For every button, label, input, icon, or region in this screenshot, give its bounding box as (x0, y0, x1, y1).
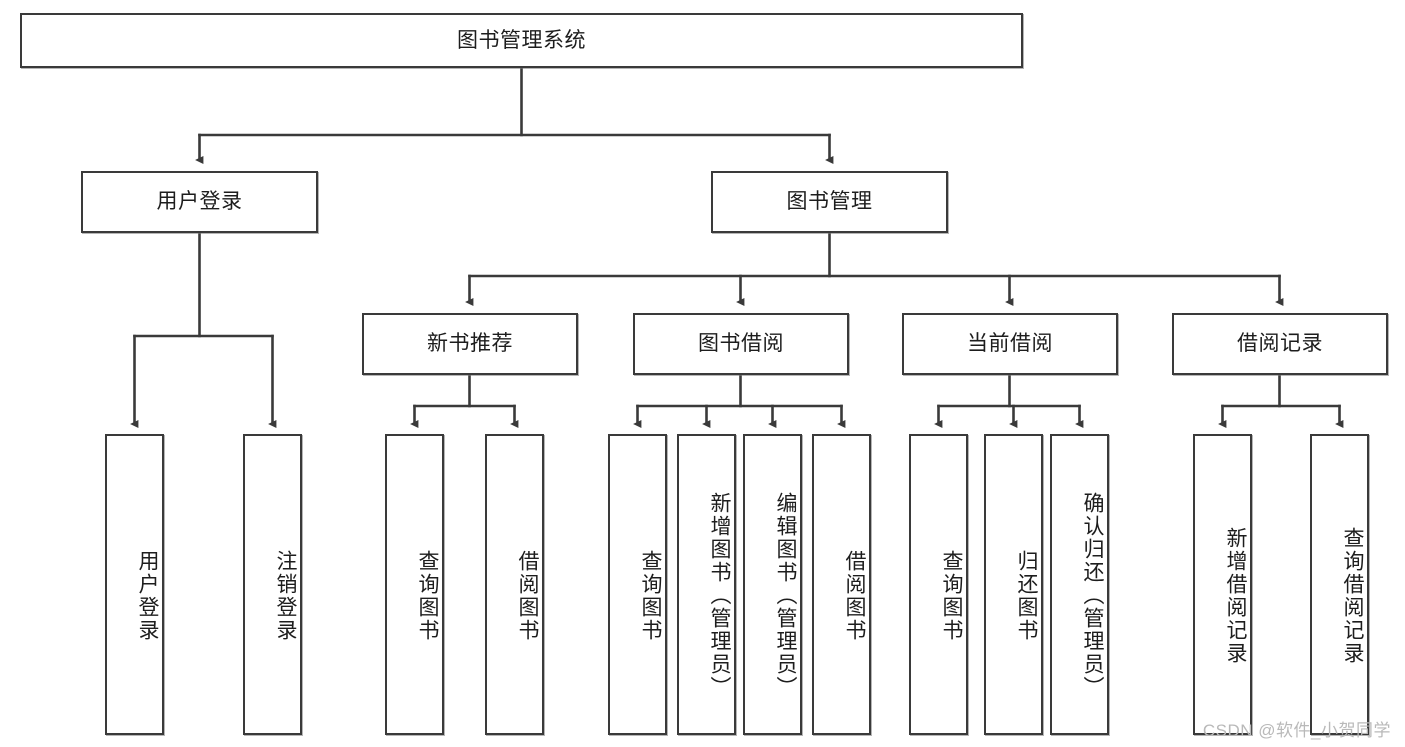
node-current-borrow-label: 当前借阅 (967, 332, 1053, 356)
node-borrow-record[interactable]: 借阅记录 (1172, 313, 1388, 375)
leaf-confirm-return-admin-label: 确认归还（管理员） (1081, 492, 1104, 699)
leaf-logout[interactable]: 注销登录 (243, 434, 302, 735)
leaf-add-borrow-record-label: 新增借阅记录 (1224, 526, 1247, 665)
leaf-borrow-book-label: 借阅图书 (843, 549, 866, 642)
node-book-borrow[interactable]: 图书借阅 (633, 313, 849, 375)
leaf-add-borrow-record[interactable]: 新增借阅记录 (1193, 434, 1252, 735)
node-current-borrow[interactable]: 当前借阅 (902, 313, 1118, 375)
node-new-book-recommend-label: 新书推荐 (427, 332, 513, 356)
node-user-login[interactable]: 用户登录 (81, 171, 318, 233)
leaf-borrow-book-recommend[interactable]: 借阅图书 (485, 434, 544, 735)
leaf-query-book-borrow-label: 查询图书 (639, 549, 662, 642)
leaf-user-login-label: 用户登录 (136, 549, 159, 642)
node-book-borrow-label: 图书借阅 (698, 332, 784, 356)
leaf-borrow-book-recommend-label: 借阅图书 (516, 549, 539, 642)
node-user-login-label: 用户登录 (156, 190, 243, 214)
leaf-borrow-book[interactable]: 借阅图书 (812, 434, 871, 735)
node-root[interactable]: 图书管理系统 (20, 13, 1023, 68)
leaf-edit-book-admin-label: 编辑图书（管理员） (774, 492, 797, 699)
node-borrow-record-label: 借阅记录 (1237, 332, 1323, 356)
leaf-query-borrow-record[interactable]: 查询借阅记录 (1310, 434, 1369, 735)
leaf-query-book-recommend[interactable]: 查询图书 (385, 434, 444, 735)
node-root-label: 图书管理系统 (457, 28, 586, 52)
leaf-add-book-admin[interactable]: 新增图书（管理员） (677, 434, 736, 735)
leaf-edit-book-admin[interactable]: 编辑图书（管理员） (743, 434, 802, 735)
node-book-management[interactable]: 图书管理 (711, 171, 948, 233)
node-new-book-recommend[interactable]: 新书推荐 (362, 313, 578, 375)
leaf-query-book-recommend-label: 查询图书 (416, 549, 439, 642)
leaf-user-login[interactable]: 用户登录 (105, 434, 164, 735)
leaf-return-book[interactable]: 归还图书 (984, 434, 1043, 735)
leaf-confirm-return-admin[interactable]: 确认归还（管理员） (1050, 434, 1109, 735)
leaf-query-book-current-label: 查询图书 (940, 549, 963, 642)
node-book-management-label: 图书管理 (786, 190, 873, 214)
leaf-query-book-borrow[interactable]: 查询图书 (608, 434, 667, 735)
leaf-logout-label: 注销登录 (274, 549, 297, 642)
leaf-add-book-admin-label: 新增图书（管理员） (708, 492, 731, 699)
leaf-query-book-current[interactable]: 查询图书 (909, 434, 968, 735)
watermark: CSDN @软件_小贺同学 (1202, 721, 1391, 740)
leaf-query-borrow-record-label: 查询借阅记录 (1341, 526, 1364, 665)
leaf-return-book-label: 归还图书 (1015, 549, 1038, 642)
